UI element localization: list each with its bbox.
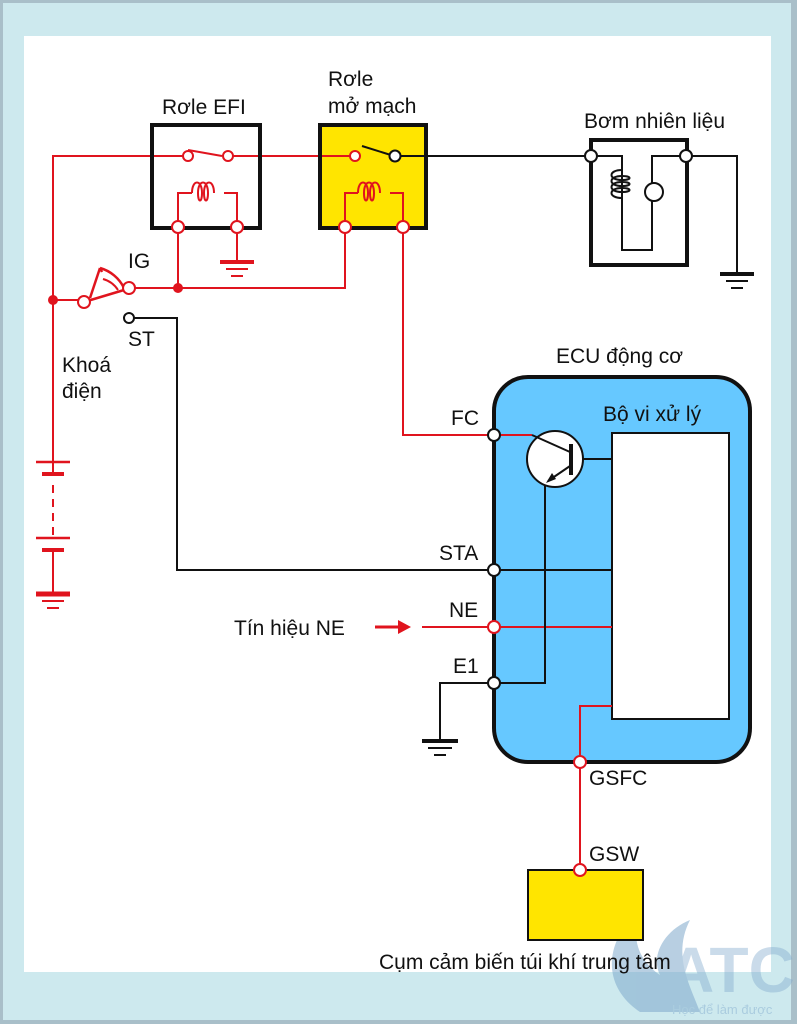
label-ignition-switch-2: điện — [62, 380, 102, 403]
label-st: ST — [128, 328, 155, 351]
efi-relay-box — [150, 123, 262, 230]
efi-coil-icon — [191, 181, 215, 202]
label-gsfc: GSFC — [589, 767, 647, 790]
wire-st-sta — [134, 317, 494, 571]
terminal-sta — [487, 563, 501, 577]
label-sta: STA — [439, 542, 478, 565]
terminal-efi-switch-1 — [182, 150, 194, 162]
terminal-pump-1 — [584, 149, 598, 163]
microprocessor-box — [611, 432, 730, 720]
terminal-e1 — [487, 676, 501, 690]
wire-cor-to-fc — [402, 227, 494, 436]
terminal-ig — [122, 281, 136, 295]
wire-battery-top — [52, 155, 188, 300]
terminal-gsfc — [573, 755, 587, 769]
terminal-gsw — [573, 863, 587, 877]
watermark-brand: ATC — [668, 934, 795, 1006]
efi-switch-blade — [187, 149, 223, 157]
watermark-slogan: Học để làm được — [672, 1002, 773, 1017]
wire-e1-ground — [439, 682, 494, 740]
terminal-ignition-in — [77, 295, 91, 309]
terminal-ne — [487, 620, 501, 634]
label-gsw: GSW — [589, 843, 639, 866]
junction-dot-ig — [173, 283, 183, 293]
label-ne-signal: Tín hiệu NE — [234, 617, 345, 640]
ne-arrow-icon — [375, 620, 411, 634]
terminal-fc — [487, 428, 501, 442]
ecu-ground-icon — [422, 739, 458, 756]
wire-pump-left-inner — [590, 155, 653, 251]
terminal-efi-switch-2 — [222, 150, 234, 162]
ecu-internal-wires — [494, 434, 612, 762]
label-microprocessor: Bộ vi xử lý — [603, 403, 702, 426]
wire-pump-ground — [686, 155, 738, 273]
pump-coil-icon — [610, 169, 631, 199]
label-ne: NE — [449, 599, 478, 622]
terminal-cor-coil-2 — [396, 220, 410, 234]
label-e1: E1 — [453, 655, 479, 678]
label-cor-line1: Rơle — [328, 68, 373, 91]
wire-efi-coil-left — [177, 192, 192, 227]
airbag-sensor-box — [527, 869, 644, 941]
label-fuel-pump: Bơm nhiên liệu — [584, 110, 725, 133]
terminals — [77, 149, 693, 877]
label-airbag-sensor: Cụm cảm biến túi khí trung tâm — [379, 951, 671, 974]
efi-ground-icon — [220, 260, 254, 277]
label-ecu: ECU động cơ — [556, 345, 683, 368]
junction-dot-battery — [48, 295, 58, 305]
terminal-efi-coil-1 — [171, 220, 185, 234]
circuit-opening-relay-box — [318, 123, 428, 230]
terminal-cor-switch-1 — [349, 150, 361, 162]
terminal-efi-coil-2 — [230, 220, 244, 234]
battery-icon — [36, 460, 70, 609]
label-efi-relay: Rơle EFI — [162, 96, 246, 119]
pump-ground-icon — [720, 272, 754, 289]
label-ignition-switch-1: Khoá — [62, 354, 111, 377]
label-ig: IG — [128, 250, 150, 273]
ignition-switch-icon — [83, 266, 126, 304]
label-fc: FC — [451, 407, 479, 430]
terminal-st — [123, 312, 135, 324]
transistor-icon — [526, 430, 584, 488]
wire-ig-line — [130, 227, 346, 289]
wire-efi-coil-right — [224, 192, 238, 227]
terminal-cor-coil-1 — [338, 220, 352, 234]
terminal-pump-2 — [679, 149, 693, 163]
pump-motor-icon — [644, 182, 664, 202]
fuel-pump-box — [589, 138, 689, 267]
wire-pump-right-inner — [651, 155, 686, 193]
terminal-cor-switch-2 — [388, 149, 402, 163]
label-cor-line2: mở mạch — [328, 95, 416, 118]
